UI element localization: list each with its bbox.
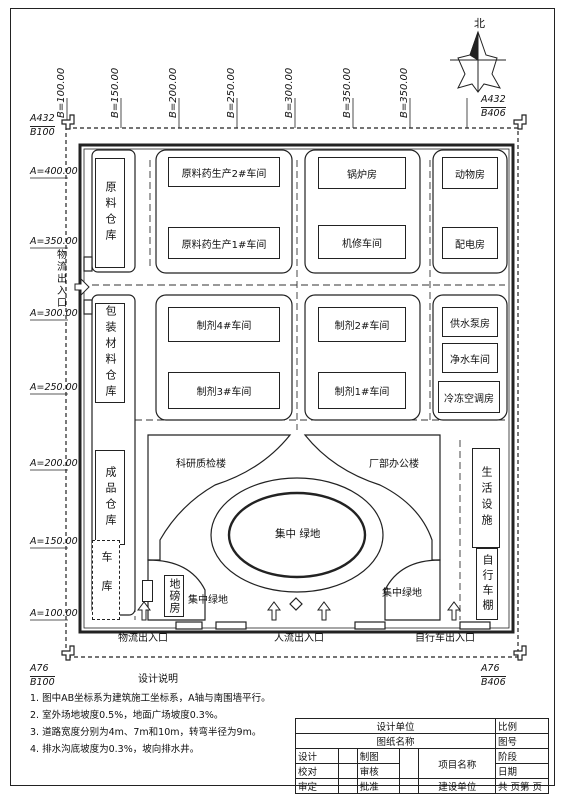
drawing-name-cell: 图纸名称	[295, 733, 496, 749]
authorize-cell: 批准	[356, 778, 401, 794]
check-cell: 校对	[295, 763, 339, 779]
factory-office-building: 厂部办公楼	[355, 450, 433, 474]
a-axis-label-2: A=300.00	[30, 308, 78, 319]
api-workshop-2: 原料药生产2#车间	[168, 157, 280, 187]
repair-workshop: 机修车间	[318, 225, 406, 259]
road-blocks	[91, 149, 508, 621]
bicycle-shed: 自行车棚	[476, 548, 498, 620]
drawing-frame	[10, 8, 555, 786]
a-axis-label-1: A=350.00	[30, 236, 78, 247]
build-unit-cell: 建设单位	[418, 778, 496, 794]
a-axis-label-6: A=100.00	[30, 608, 78, 619]
research-qc-building: 科研质检楼	[162, 450, 240, 474]
people-entrance-label: 人流出入口	[274, 633, 324, 644]
living-facilities: 生活设施	[472, 448, 500, 548]
drawing-no-cell: 图号	[495, 733, 549, 749]
title-block: 设计单位 比例 图纸名称 图号 设计 制图 项目名称 阶段 校对 审核 日期 审…	[295, 718, 549, 794]
prep-workshop-1: 制剂1#车间	[318, 372, 406, 409]
scale-cell: 比例	[495, 718, 549, 734]
note-line: 4. 排水沟底坡度为0.3%，坡向排水井。	[30, 744, 200, 755]
packaging-warehouse: 包装材料仓库	[95, 303, 125, 403]
site-boundary	[65, 127, 519, 658]
corner-br-b: B406	[481, 676, 506, 688]
north-label: 北	[474, 17, 485, 30]
green-left-label: 集中绿地	[188, 595, 228, 606]
note-line: 2. 室外场地坡度0.5%，地面广场坡度0.3%。	[30, 710, 224, 721]
design-cell: 设计	[295, 748, 339, 764]
corner-br-a: A76	[481, 663, 500, 674]
weighbridge-room: 地磅房	[164, 575, 184, 617]
logistics-side-entrance-label: 物流出入口	[57, 250, 67, 309]
approve-cell: 审定	[295, 778, 339, 794]
garage: 车库	[92, 540, 120, 620]
corner-tr-a: A432	[481, 94, 506, 105]
b-axis-label-4: B=300.00	[284, 67, 295, 118]
boiler-room: 锅炉房	[318, 157, 406, 189]
corner-bl-b: B100	[30, 676, 55, 688]
refrigeration-ac-room: 冷冻空调房	[438, 381, 500, 413]
enclosure-wall	[78, 143, 515, 634]
a-axis-label-4: A=200.00	[30, 458, 78, 469]
finished-product-warehouse: 成品仓库	[95, 450, 125, 545]
gate-booth	[142, 580, 153, 602]
animal-house: 动物房	[442, 157, 498, 189]
central-green-inner	[227, 491, 367, 579]
power-distribution-room: 配电房	[442, 227, 498, 259]
corner-bl-a: A76	[30, 663, 49, 674]
green-right-label: 集中绿地	[382, 588, 422, 599]
central-green-outer	[210, 477, 384, 593]
draw-cell: 制图	[356, 748, 401, 764]
entrance-arrows	[74, 277, 461, 621]
corner-markers	[61, 114, 527, 661]
note-line: 1. 图中AB坐标系为建筑施工坐标系，A轴与南围墙平行。	[30, 693, 271, 704]
design-unit-cell: 设计单位	[295, 718, 496, 734]
b-axis-label-6: B=350.00	[399, 67, 410, 118]
water-supply-pump-room: 供水泵房	[442, 307, 498, 337]
logistics-entrance-label: 物流出入口	[118, 633, 168, 644]
prep-workshop-4: 制剂4#车间	[168, 307, 280, 342]
corner-tl-b: B100	[30, 126, 55, 138]
a-axis-label-5: A=150.00	[30, 536, 78, 547]
b-axis-label-0: B=100.00	[56, 67, 67, 118]
api-workshop-1: 原料药生产1#车间	[168, 227, 280, 259]
b-axis-label-3: B=250.00	[226, 67, 237, 118]
north-arrow-icon	[450, 30, 506, 93]
b-axis-label-5: B=350.00	[342, 67, 353, 118]
project-name-cell: 项目名称	[418, 748, 496, 779]
review-cell: 审核	[356, 763, 401, 779]
central-green-label: 集中 绿地	[275, 528, 321, 540]
a-axis-label-3: A=250.00	[30, 382, 78, 393]
a-axis-label-0: A=400.00	[30, 166, 78, 177]
a-axis-lines	[30, 177, 68, 621]
prep-workshop-2: 制剂2#车间	[318, 307, 406, 342]
corner-tl-a: A432	[30, 113, 55, 124]
note-line: 3. 道路宽度分别为4m、7m和10m，转弯半径为9m。	[30, 727, 262, 738]
corner-tr-b: B406	[481, 107, 506, 119]
water-purification-workshop: 净水车间	[442, 343, 498, 373]
b-axis-label-2: B=200.00	[168, 67, 179, 118]
stage-cell: 阶段	[495, 748, 549, 764]
gate-posts	[83, 256, 491, 630]
bicycle-entrance-label: 自行车出入口	[415, 633, 475, 644]
prep-workshop-3: 制剂3#车间	[168, 372, 280, 409]
notes-title: 设计说明	[138, 674, 178, 685]
b-axis-label-1: B=150.00	[110, 67, 121, 118]
design-notes: 1. 图中AB坐标系为建筑施工坐标系，A轴与南围墙平行。 2. 室外场地坡度0.…	[30, 690, 271, 758]
date-cell: 日期	[495, 763, 549, 779]
raw-material-warehouse: 原料仓库	[95, 158, 125, 268]
pages-cell: 共 页第 页	[495, 778, 549, 794]
